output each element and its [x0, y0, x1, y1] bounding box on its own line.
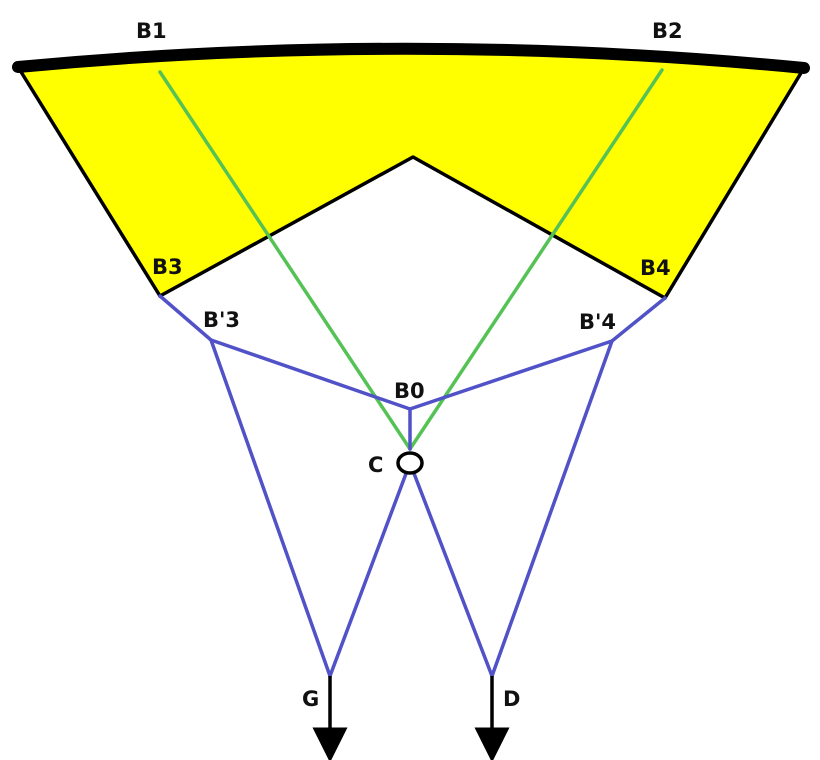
inner-v-edge [158, 155, 667, 300]
label-b0: B0 [394, 379, 425, 403]
label-b1: B1 [136, 19, 167, 43]
blue-link-c-d [408, 461, 494, 678]
green-line-left [158, 70, 412, 451]
label-b3: B3 [152, 255, 183, 279]
label-b4: B4 [640, 256, 671, 280]
label-b2: B2 [652, 19, 683, 43]
blue-link-b3p-g [209, 338, 332, 678]
label-b4-prime: B'4 [579, 310, 616, 334]
center-node-c [396, 451, 424, 475]
blue-link-b3p-b0 [209, 338, 412, 411]
blue-link-b4p-d [490, 339, 614, 678]
yellow-region [18, 48, 804, 298]
top-arc [12, 42, 810, 74]
blue-link-b4-b4p [610, 296, 667, 343]
blue-link-b3-b3p [158, 294, 213, 342]
label-c: C [368, 453, 383, 477]
right-outer-edge [663, 66, 806, 300]
blue-link-b4p-b0 [408, 339, 614, 411]
label-d: D [503, 687, 520, 711]
left-outer-edge [16, 65, 162, 298]
green-line-right [408, 68, 664, 451]
label-b3-prime: B'3 [203, 308, 240, 332]
label-g: G [302, 687, 319, 711]
blue-link-c-g [328, 461, 412, 678]
